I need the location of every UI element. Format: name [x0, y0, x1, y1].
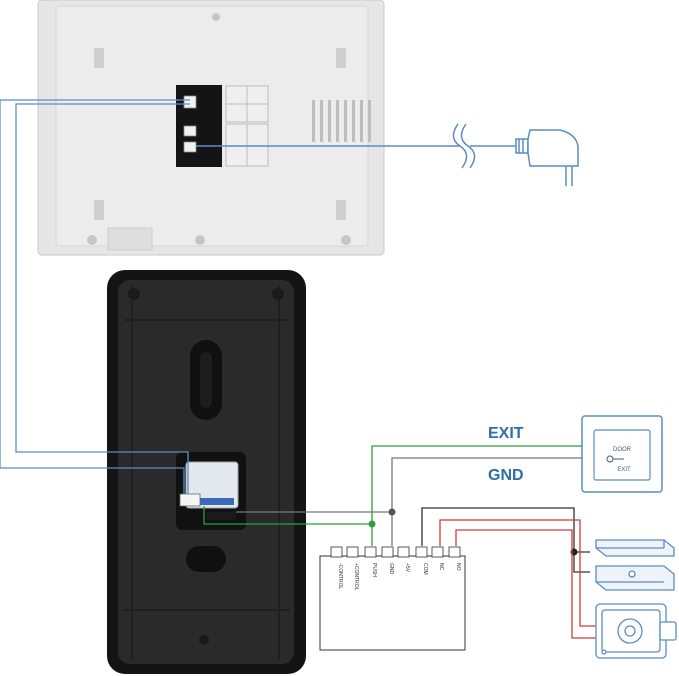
- outdoor-terminal-block: [179, 493, 201, 507]
- electric-strike-lock: [595, 603, 677, 659]
- monitor-connector-panel: [176, 85, 222, 167]
- com-wire: [421, 507, 590, 553]
- mount-slot-bottom: [186, 546, 226, 572]
- monitor-port-3: [183, 141, 197, 153]
- exit-button-bottom-text: EXIT: [617, 467, 631, 473]
- terminal-slot-8: [448, 546, 461, 558]
- monitor-port-2: [183, 125, 197, 137]
- terminal-label-pos-control: +CONTROL: [353, 563, 359, 591]
- gnd-wire: [391, 457, 582, 546]
- terminal-slot-3: [364, 546, 377, 558]
- terminal-slot-4: [381, 546, 394, 558]
- push-junction: [368, 520, 376, 528]
- terminal-label-5v: +5V: [404, 563, 410, 573]
- gnd-junction: [388, 508, 396, 516]
- terminal-slot-6: [415, 546, 428, 558]
- power-adapter: [196, 123, 579, 186]
- com-branch-wire: [573, 552, 590, 573]
- gnd-label: GND: [488, 467, 524, 484]
- terminal-label-nc: NC: [438, 563, 444, 571]
- monitor-port-1: [183, 95, 197, 109]
- terminal-label-push: PUSH: [371, 563, 377, 577]
- nc-wire: [439, 519, 598, 627]
- terminal-slot-5: [397, 546, 410, 558]
- terminal-label-neg-control: -CONTROL: [337, 563, 343, 589]
- terminal-slot-7: [431, 546, 444, 558]
- exit-wire: [371, 445, 582, 546]
- control-board: -CONTROL +CONTROL PUSH GND +5V COM NC NO: [319, 546, 466, 651]
- blue-wires: [0, 99, 190, 494]
- speaker-grille: [312, 100, 371, 142]
- exit-button-top-text: DOOR: [613, 447, 632, 453]
- exit-button[interactable]: DOOR EXIT: [581, 415, 663, 493]
- indoor-monitor: [37, 0, 385, 256]
- outdoor-unit: [107, 270, 306, 674]
- terminal-label-com: COM: [422, 563, 428, 575]
- terminal-label-no: NO: [455, 563, 461, 571]
- terminal-slot-2: [346, 546, 359, 558]
- no-wire: [455, 529, 598, 639]
- exit-label: EXIT: [488, 425, 524, 442]
- magnetic-lock: [595, 539, 675, 591]
- terminal-label-gnd: GND: [388, 563, 394, 575]
- outdoor-green-wire: [203, 506, 372, 525]
- terminal-slot-1: [330, 546, 343, 558]
